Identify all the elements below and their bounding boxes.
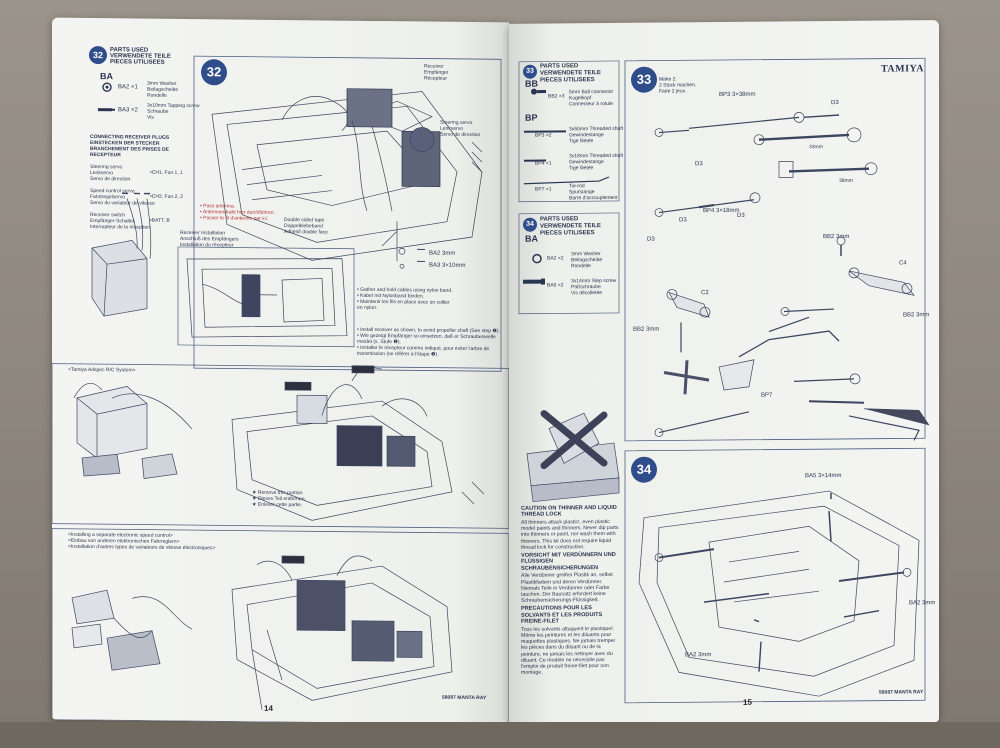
tamiya-logo: TAMIYA: [881, 63, 925, 75]
bp7-label: BP7 ×1: [535, 186, 552, 193]
d3-callout-1: D3: [831, 99, 839, 107]
ba-code-right: BA: [525, 233, 538, 244]
parts-used-heading-fr: PIECES UTILISEES: [110, 59, 165, 66]
caution-german: Alle Verdünner greifen Plastik an, selbs…: [521, 572, 613, 604]
bb-code: BB: [525, 78, 538, 89]
step-33-badge: 33: [631, 66, 657, 93]
ba3-label: BA3 ×2: [118, 107, 138, 114]
step-32-badge: 32: [89, 45, 107, 65]
step-32-main-badge: 32: [201, 59, 227, 86]
step-33-small-badge: 33: [523, 64, 537, 79]
table-surface: [0, 722, 1000, 748]
c4-callout: C4: [899, 260, 907, 267]
ch2-text: •CH2, Fun.2, 2: [150, 193, 183, 200]
adspec-heading: <Tamiya Adspec R/C System>: [68, 366, 136, 374]
bb2-right-callout: BB2 3mm: [903, 312, 930, 319]
ba-code: BA: [100, 71, 113, 82]
ba2-3mm-callout: BA2 3mm: [429, 250, 456, 257]
bp3-callout: BP3 3×38mm: [719, 91, 756, 99]
left-page: 32 PARTS USED VERWENDETE TEILE PIECES UT…: [52, 17, 509, 725]
caution-block: CAUTION ON THINNER AND LIQUID THREAD LOC…: [521, 503, 621, 678]
caution-title-fr: PRECAUTIONS POUR LES SOLVANTS ET LES PRO…: [521, 605, 603, 626]
d3-callout-2: D3: [695, 161, 703, 168]
gather-cables-note: • Gather and hold cables using nylon ban…: [357, 286, 453, 312]
remove-portion-note: ★ Remove this portion.★ Dieses Teil entf…: [252, 489, 306, 509]
left-page-number: 14: [264, 703, 273, 713]
d3-callout-4: D3: [737, 212, 745, 219]
ba2-right-callout: BA2 3mm: [909, 600, 936, 607]
batt-text: •BATT, B: [150, 217, 170, 224]
bb2-3mm-callout: BB2 3mm: [823, 233, 850, 241]
bp4-callout: BP4 3×18mm: [703, 207, 740, 215]
bp4-label: BP4 ×1: [535, 160, 552, 167]
ch1-text: •CH1, Fun.1, 1: [150, 169, 183, 176]
ba2-label: BA2 ×1: [118, 84, 138, 91]
bp7-callout: BP7: [761, 392, 773, 399]
right-page-number: 15: [743, 697, 752, 707]
ba5-callout: BA5 3×14mm: [805, 472, 842, 480]
caution-title-de: VORSICHT MIT VERDÜNNERN UND FLÜSSIGEN SC…: [521, 551, 616, 572]
antenna-callout: • Pass antenna.• Antennendraht hier durc…: [200, 203, 275, 222]
step-34-small-badge: 34: [523, 217, 537, 232]
install-receiver-note: • Install receiver as shown, to avoid pr…: [357, 326, 500, 358]
c2-callout: C2: [701, 290, 709, 297]
dim-33mm: 33mm: [809, 144, 823, 151]
dim-38mm: 38mm: [839, 177, 853, 184]
ba2-bottom-callout: BA2 3mm: [685, 652, 712, 659]
bp3-label: BP3 ×2: [535, 132, 552, 139]
right-kit-code: 58087 MANTA RAY: [879, 689, 924, 696]
caution-title: CAUTION ON THINNER AND LIQUID THREAD LOC…: [521, 504, 617, 519]
bp-code: BP: [525, 112, 538, 123]
step-34-badge: 34: [631, 456, 657, 483]
left-kit-code: 58087 MANTA RAY: [442, 694, 487, 702]
make-two-note: Make 2.2 Stück machen.Faire 2 jeux.: [659, 76, 697, 95]
bb2-left-callout: BB2 3mm: [633, 326, 660, 333]
right-page-drawings: [518, 57, 930, 704]
d3-callout-3: D3: [679, 217, 687, 224]
ba5-label-right: BA5 ×2: [547, 282, 564, 289]
ba3-3x10-callout: BA3 3×10mm: [429, 262, 466, 269]
bb2-label: BB2 ×3: [548, 93, 565, 100]
d3-callout-5: D3: [647, 236, 655, 243]
caution-french: Tous les solvants attaquent le plastique…: [521, 625, 616, 677]
ba2-label-right: BA2 ×2: [547, 255, 564, 262]
separate-esc-heading: <Installing a separate electronic speed …: [68, 531, 216, 552]
left-page-drawings: [52, 55, 509, 725]
caution-english: All thinners attack plastic!, even plast…: [521, 518, 619, 551]
